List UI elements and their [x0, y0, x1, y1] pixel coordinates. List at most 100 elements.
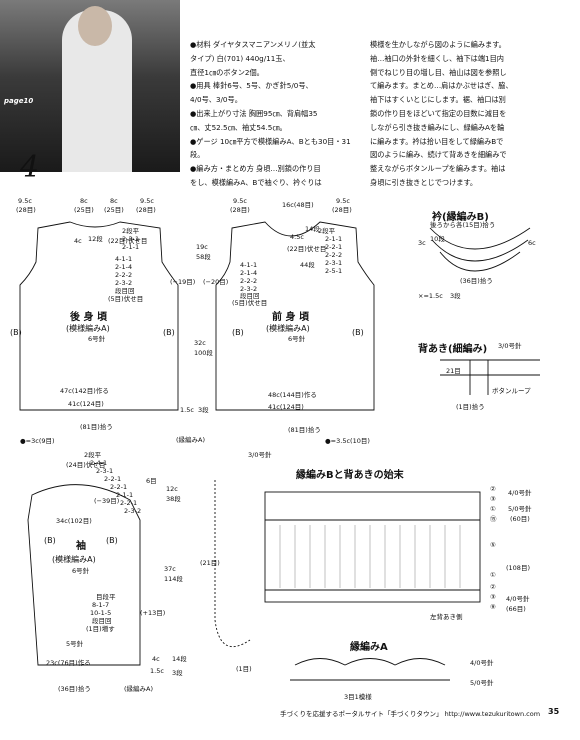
- instructions-right: 模様を生かしながら図のように編みます。袖…袖口の外針を細くし、袖下は端1目内側で…: [370, 40, 513, 187]
- sleeve-label: 目段平: [96, 593, 116, 601]
- sleeve-label: 38段: [166, 495, 181, 503]
- model-head: [78, 6, 112, 46]
- sleeve-label: 23c(76目)作る: [46, 659, 91, 667]
- sleeve-label: 2-2-1: [110, 483, 128, 491]
- collar-outline: [429, 227, 531, 272]
- edge-a-chart: [290, 658, 450, 681]
- sleeve-label: 3段: [172, 669, 183, 677]
- front-label: 9.5c: [336, 197, 350, 205]
- edge-b-row: ①: [490, 505, 496, 513]
- front-label: 2-2-1: [325, 243, 343, 251]
- front-label: 2-2-2: [325, 251, 343, 259]
- front-b-left: (B): [232, 328, 244, 337]
- sleeve-outline: [27, 484, 141, 666]
- mid-label: (−20目): [203, 278, 229, 286]
- back-label: 9.5c: [18, 197, 32, 205]
- front-label: 4.5c: [290, 233, 304, 241]
- sleeve-label: 2段平: [84, 451, 102, 459]
- back-label: 段目回: [115, 287, 135, 295]
- back-b-left: (B): [10, 328, 22, 337]
- sleeve-needle: 6号針: [72, 567, 90, 575]
- front-label: 2-3-2: [240, 285, 258, 293]
- back-label: 8c: [80, 197, 88, 205]
- back-label: (25目): [104, 206, 124, 214]
- front-label: 14段: [305, 225, 320, 233]
- sleeve-label: (36目)拾う: [58, 685, 91, 693]
- front-label: (81目)拾う: [288, 426, 321, 434]
- back-label: 2-3-1: [122, 235, 140, 243]
- front-b-right: (B): [352, 328, 364, 337]
- back-label: (5目)伏せ目: [108, 295, 144, 303]
- edge-b-row: ③: [490, 495, 496, 503]
- edge-b-label: 5/0号針: [508, 505, 532, 513]
- back-pattern: (模様編みA): [66, 324, 110, 333]
- front-label: 44段: [300, 261, 315, 269]
- front-label: 2-2-2: [240, 277, 258, 285]
- back-label: 2-3-2: [115, 279, 133, 287]
- collar-label: 10段: [430, 235, 445, 243]
- front-label: 16c(48目): [282, 201, 314, 209]
- back-label: 9.5c: [140, 197, 154, 205]
- front-label: 段目回: [240, 292, 260, 300]
- front-label: (22目)伏せ目: [287, 245, 327, 253]
- sleeve-label: (1目)増す: [86, 625, 115, 633]
- edge-b-label: (1目): [236, 665, 252, 673]
- mid-label: (縁編みA): [176, 436, 206, 444]
- sleeve-label: 10-1-5: [90, 609, 112, 617]
- edge-b-row: ①: [490, 571, 496, 579]
- back-opening-label: (1目)拾う: [456, 403, 485, 411]
- back-b-right: (B): [163, 328, 175, 337]
- sleeve-b-right: (B): [106, 536, 118, 545]
- mid-label: 19c: [196, 243, 208, 251]
- sleeve-label: (−39目): [94, 497, 120, 505]
- back-opening-label: 3/0号針: [498, 342, 522, 350]
- edge-b-row: ⑨: [490, 603, 496, 611]
- front-label: 2-5-1: [325, 267, 343, 275]
- back-label: (28目): [16, 206, 36, 214]
- back-opening-label: ボタンループ: [492, 387, 531, 395]
- collar-label: 3段: [450, 292, 461, 300]
- collar-label: 3c: [418, 239, 426, 247]
- sleeve-label: 段目回: [92, 617, 112, 625]
- back-title: 後 身 頃: [70, 312, 107, 323]
- back-label: 41c(124目): [68, 400, 104, 408]
- front-pattern: (模様編みA): [266, 324, 310, 333]
- edge-b-row: ⑮: [490, 515, 497, 523]
- collar-label: 後ろから各(15目)拾う: [430, 221, 496, 229]
- back-label: (25目): [74, 206, 94, 214]
- edge-a-label: 5/0号針: [470, 679, 494, 687]
- mid-label: 58段: [196, 253, 211, 261]
- front-label: 48c(144目)作る: [268, 391, 317, 399]
- edge-a-title: 縁編みA: [350, 642, 388, 653]
- back-label: (81目)拾う: [80, 423, 113, 431]
- front-label: 2-1-1: [325, 235, 343, 243]
- back-label: 47c(142目)作る: [60, 387, 109, 395]
- sleeve-label: 6目: [146, 477, 157, 485]
- back-label: 2-1-1: [122, 243, 140, 251]
- instructions-left: ●材料 ダイヤタスマニアンメリノ(並太タイプ) 白(701) 440g/11玉、…: [190, 40, 351, 187]
- front-label: 2-1-4: [240, 269, 258, 277]
- edge-b-label: (108目): [506, 564, 530, 572]
- front-label: (5目)伏せ目: [232, 299, 268, 307]
- sleeve-label: 37c: [164, 565, 176, 573]
- edge-b-label: 左背あき側: [430, 613, 463, 621]
- sleeve-label: 34c(102目): [56, 517, 92, 525]
- pattern-number: 4: [20, 150, 40, 185]
- back-label: (22目)伏せ目: [108, 237, 148, 245]
- mid-label: 1.5c: [180, 406, 194, 414]
- edge-b-label: (66目): [506, 605, 526, 613]
- edge-a-label: 4/0号針: [470, 659, 494, 667]
- back-label: 2段平: [122, 227, 140, 235]
- front-title: 前 身 頃: [272, 312, 309, 323]
- collar-label: ×=1.5c: [418, 292, 443, 300]
- mid-label: (−19目): [170, 278, 196, 286]
- sleeve-title: 袖: [76, 541, 86, 552]
- collar-label: 6c: [528, 239, 536, 247]
- sleeve-label: 2-3-2: [124, 507, 142, 515]
- edge-b-row: ⑤: [490, 541, 496, 549]
- front-label: 2段平: [318, 227, 336, 235]
- sleeve-b-left: (B): [44, 536, 56, 545]
- back-needle: 6号針: [88, 335, 106, 343]
- front-needle: 6号針: [288, 335, 306, 343]
- edge-b-label: 4/0号針: [506, 595, 530, 603]
